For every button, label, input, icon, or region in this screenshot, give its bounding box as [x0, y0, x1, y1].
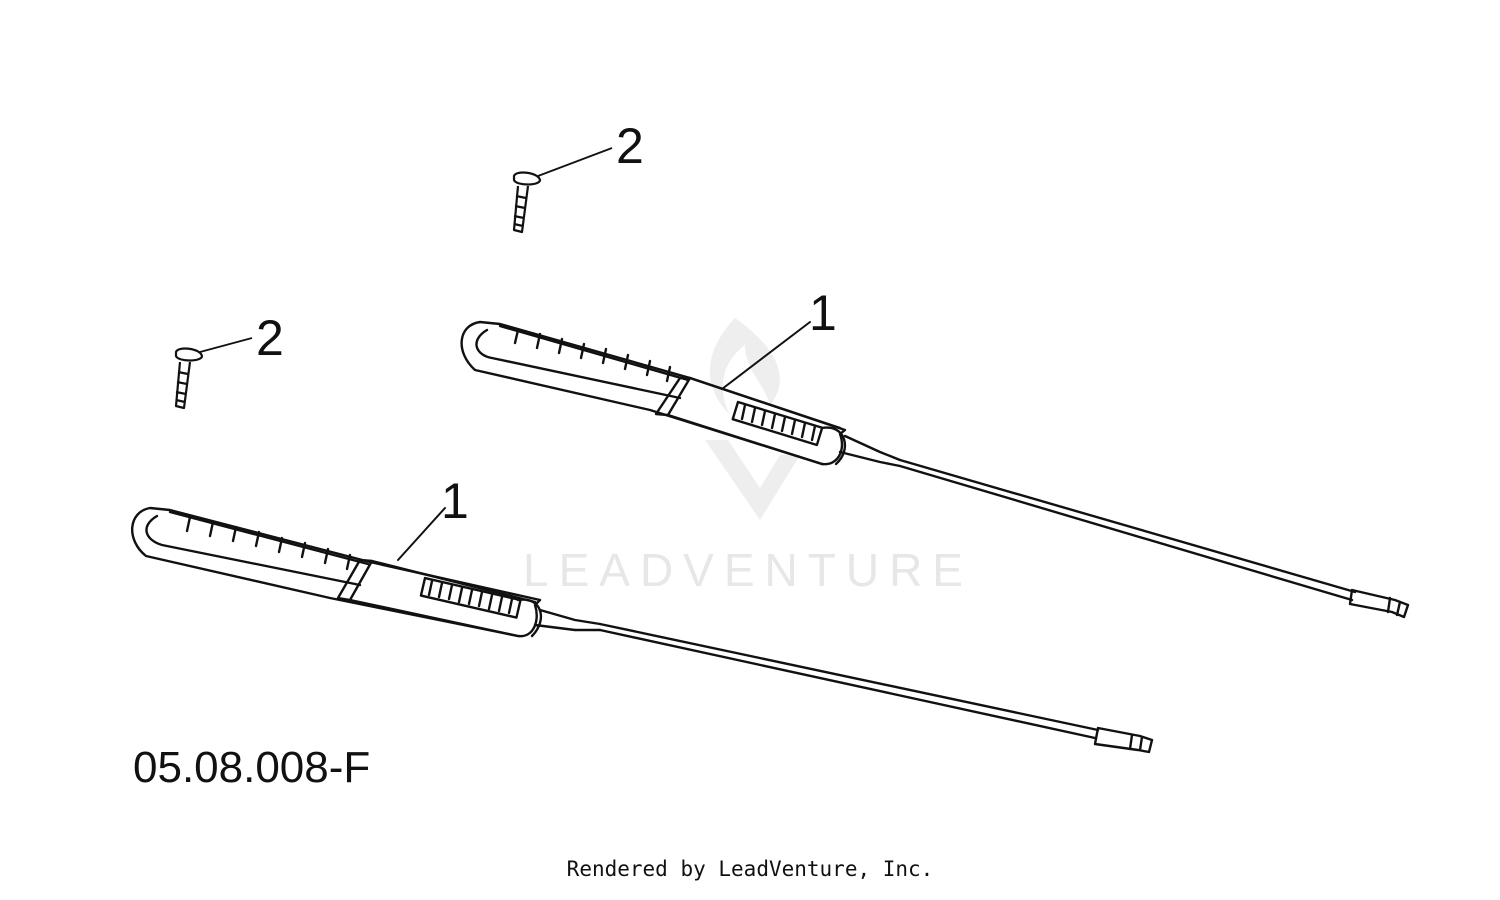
watermark-logo-icon	[705, 318, 800, 520]
render-credit: Rendered by LeadVenture, Inc.	[566, 857, 934, 881]
screw-upper	[512, 147, 613, 234]
callout-handle-lower: 1	[441, 473, 469, 529]
diagram-reference-code: 05.08.008-F	[133, 743, 371, 792]
watermark: LEADVENTURE	[523, 318, 973, 596]
handle-assembly-upper	[460, 320, 1410, 619]
callout-screw-lower: 2	[256, 310, 284, 366]
watermark-text: LEADVENTURE	[523, 544, 973, 596]
screw-lower	[174, 337, 253, 410]
leader-line-handle-upper	[721, 321, 811, 390]
callout-handle-upper: 1	[809, 285, 837, 341]
leader-line-screw-lower	[199, 337, 253, 353]
leader-line-handle-lower	[397, 507, 446, 561]
leader-line-screw-upper	[537, 147, 613, 177]
callout-screw-upper: 2	[616, 118, 644, 174]
handle-assembly-lower	[130, 506, 1154, 754]
